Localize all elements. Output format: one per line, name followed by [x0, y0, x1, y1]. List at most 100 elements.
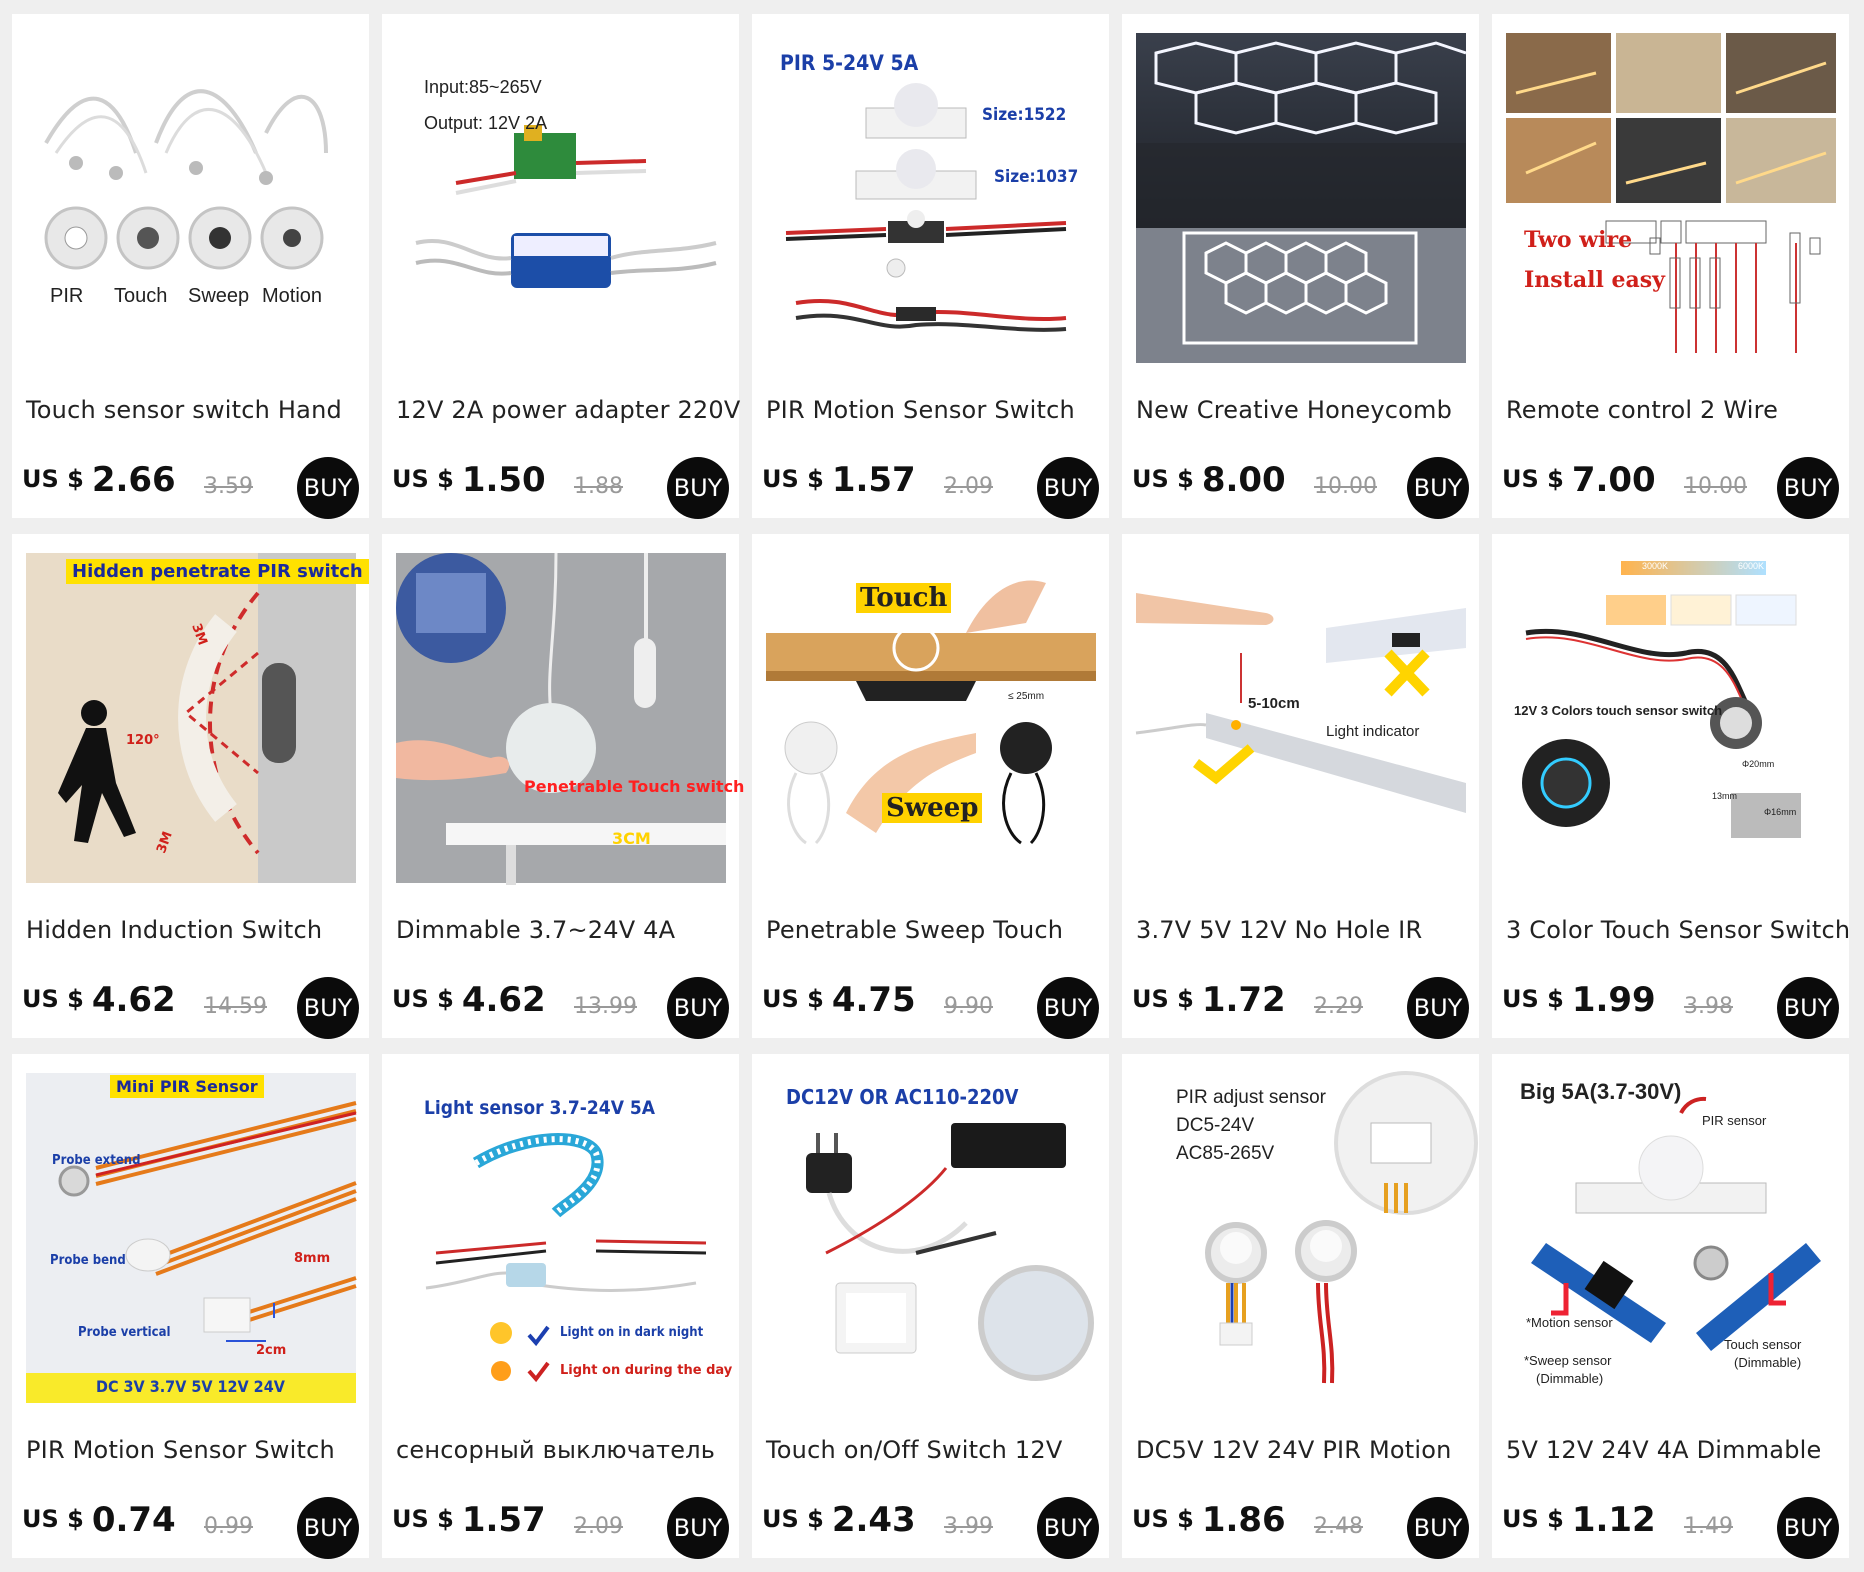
product-card[interactable]: DC12V OR AC110-220V Touch on/Off Switch …: [752, 1054, 1109, 1559]
product-title[interactable]: 5V 12V 24V 4A Dimmable: [1506, 1436, 1822, 1464]
product-card[interactable]: Light sensor 3.7-24V 5A Light on in dark…: [382, 1054, 739, 1559]
product-image[interactable]: Light sensor 3.7-24V 5A Light on in dark…: [396, 1073, 732, 1403]
buy-button[interactable]: BUY: [1407, 1497, 1469, 1559]
product-photo-pir-modules: [766, 33, 1096, 363]
image-caption: Penetrable Touch switch: [524, 777, 745, 796]
buy-button[interactable]: BUY: [1037, 977, 1099, 1039]
product-photo-ir-sensor-bar: [1135, 553, 1466, 883]
image-caption: (Dimmable): [1734, 1355, 1802, 1370]
buy-button[interactable]: BUY: [667, 977, 729, 1039]
original-price: 2.09: [574, 1514, 623, 1539]
product-title[interactable]: 3 Color Touch Sensor Switch: [1506, 916, 1851, 944]
image-caption: PIR sensor: [1702, 1113, 1767, 1128]
buy-button[interactable]: BUY: [1777, 1497, 1839, 1559]
product-card[interactable]: Big 5A(3.7-30V) PIR sensor *Motion senso…: [1492, 1054, 1849, 1559]
product-card[interactable]: Touch ≤ 25mm Sweep Penetrable Sweep Touc…: [752, 534, 1109, 1039]
product-image[interactable]: Hidden penetrate PIR switch 3M 120° 3M: [26, 553, 369, 883]
buy-button[interactable]: BUY: [297, 977, 359, 1039]
image-caption: Input:85~265V: [424, 77, 542, 97]
product-card[interactable]: Penetrable Touch switch 3CM Dimmable 3.7…: [382, 534, 744, 1039]
buy-button[interactable]: BUY: [667, 457, 729, 519]
buy-button[interactable]: BUY: [667, 1497, 729, 1559]
product-image[interactable]: Two wire Install easy: [1506, 33, 1836, 363]
buy-button[interactable]: BUY: [1777, 457, 1839, 519]
image-caption: Probe bend: [50, 1253, 126, 1268]
product-title[interactable]: Touch sensor switch Hand: [26, 396, 342, 424]
product-card[interactable]: Hidden penetrate PIR switch 3M 120° 3M H…: [12, 534, 369, 1039]
buy-button[interactable]: BUY: [1407, 457, 1469, 519]
product-card[interactable]: 3000K 6000K 12V 3 Colors touch sensor sw…: [1492, 534, 1851, 1039]
buy-button[interactable]: BUY: [1037, 1497, 1099, 1559]
image-caption: (Dimmable): [1536, 1371, 1604, 1386]
product-image[interactable]: Big 5A(3.7-30V) PIR sensor *Motion senso…: [1506, 1073, 1836, 1403]
product-image[interactable]: Touch ≤ 25mm Sweep: [766, 553, 1096, 883]
price: US $0.74: [22, 1500, 176, 1540]
product-image[interactable]: Penetrable Touch switch 3CM: [396, 552, 744, 885]
product-card[interactable]: PIR adjust sensor DC5-24V AC85-265V DC5V…: [1122, 1054, 1479, 1559]
buy-button[interactable]: BUY: [1407, 977, 1469, 1039]
product-title[interactable]: Touch on/Off Switch 12V: [766, 1436, 1063, 1464]
product-card[interactable]: PIR Touch Sweep Motion Touch sensor swit…: [12, 14, 369, 519]
image-caption: AC85-265V: [1176, 1143, 1275, 1164]
image-caption: Hidden penetrate PIR switch: [66, 559, 369, 584]
price: US $4.62: [392, 980, 546, 1020]
price: US $1.57: [762, 460, 916, 500]
product-card[interactable]: 5-10cm Light indicator 3.7V 5V 12V No Ho…: [1122, 534, 1479, 1039]
product-image[interactable]: 3000K 6000K 12V 3 Colors touch sensor sw…: [1506, 553, 1836, 883]
price: US $1.72: [1132, 980, 1286, 1020]
image-caption: 5-10cm: [1248, 695, 1300, 712]
image-caption: 13mm: [1712, 791, 1738, 801]
product-image[interactable]: PIR 5-24V 5A Size:1522 Size:1037: [766, 33, 1096, 363]
product-card[interactable]: Input:85~265V Output: 12V 2A 12V 2A powe…: [382, 14, 741, 519]
buy-button[interactable]: BUY: [297, 457, 359, 519]
product-photo-touch-puck: [396, 552, 726, 885]
currency: US $: [392, 985, 454, 1013]
original-price: 1.88: [574, 474, 623, 499]
product-title[interactable]: Remote control 2 Wire: [1506, 396, 1779, 424]
currency: US $: [762, 1505, 824, 1533]
product-title[interactable]: 3.7V 5V 12V No Hole IR: [1136, 916, 1423, 944]
buy-button[interactable]: BUY: [1037, 457, 1099, 519]
product-image[interactable]: Input:85~265V Output: 12V 2A: [396, 33, 726, 363]
price: US $1.50: [392, 460, 546, 500]
product-title[interactable]: сенсорный выключатель: [396, 1436, 716, 1464]
price-amount: 0.74: [91, 1500, 176, 1540]
product-title[interactable]: New Creative Honeycomb: [1136, 396, 1453, 424]
product-image[interactable]: DC12V OR AC110-220V: [766, 1073, 1096, 1403]
product-card[interactable]: New Creative Honeycomb US $8.00 10.00 BU…: [1122, 14, 1479, 519]
product-card[interactable]: PIR 5-24V 5A Size:1522 Size:1037 PIR Mot…: [752, 14, 1109, 519]
image-caption: DC5-24V: [1176, 1115, 1255, 1136]
currency: US $: [22, 985, 84, 1013]
product-card[interactable]: Mini PIR Sensor Probe extend Probe bend …: [12, 1054, 369, 1559]
product-image[interactable]: PIR Touch Sweep Motion: [26, 33, 356, 363]
image-caption: PIR adjust sensor: [1176, 1087, 1326, 1108]
product-photo-pir-adjust: [1136, 1071, 1478, 1403]
price: US $4.62: [22, 980, 176, 1020]
product-title[interactable]: Hidden Induction Switch: [26, 916, 323, 944]
image-caption: Probe vertical: [78, 1325, 171, 1340]
image-caption: Φ16mm: [1764, 807, 1797, 817]
currency: US $: [1502, 985, 1564, 1013]
product-title[interactable]: 12V 2A power adapter 220V: [396, 396, 741, 424]
buy-button[interactable]: BUY: [1777, 977, 1839, 1039]
product-title[interactable]: PIR Motion Sensor Switch: [766, 396, 1075, 424]
product-image[interactable]: [1136, 33, 1467, 363]
product-title[interactable]: Penetrable Sweep Touch: [766, 916, 1064, 944]
product-title[interactable]: DC5V 12V 24V PIR Motion: [1136, 1436, 1452, 1464]
price-amount: 1.50: [461, 460, 546, 500]
product-title[interactable]: PIR Motion Sensor Switch: [26, 1436, 335, 1464]
price: US $8.00: [1132, 460, 1286, 500]
price-amount: 4.75: [831, 980, 916, 1020]
price-amount: 1.72: [1201, 980, 1286, 1020]
buy-button[interactable]: BUY: [297, 1497, 359, 1559]
original-price: 14.59: [204, 994, 267, 1019]
product-card[interactable]: Two wire Install easy Remote control 2 W…: [1492, 14, 1849, 519]
product-image[interactable]: 5-10cm Light indicator: [1135, 553, 1466, 883]
original-price: 3.99: [944, 1514, 993, 1539]
product-image[interactable]: PIR adjust sensor DC5-24V AC85-265V: [1136, 1071, 1478, 1403]
product-title[interactable]: Dimmable 3.7~24V 4A: [396, 916, 676, 944]
product-image[interactable]: Mini PIR Sensor Probe extend Probe bend …: [26, 1073, 357, 1403]
image-caption: 3CM: [612, 829, 651, 848]
price: US $2.43: [762, 1500, 916, 1540]
